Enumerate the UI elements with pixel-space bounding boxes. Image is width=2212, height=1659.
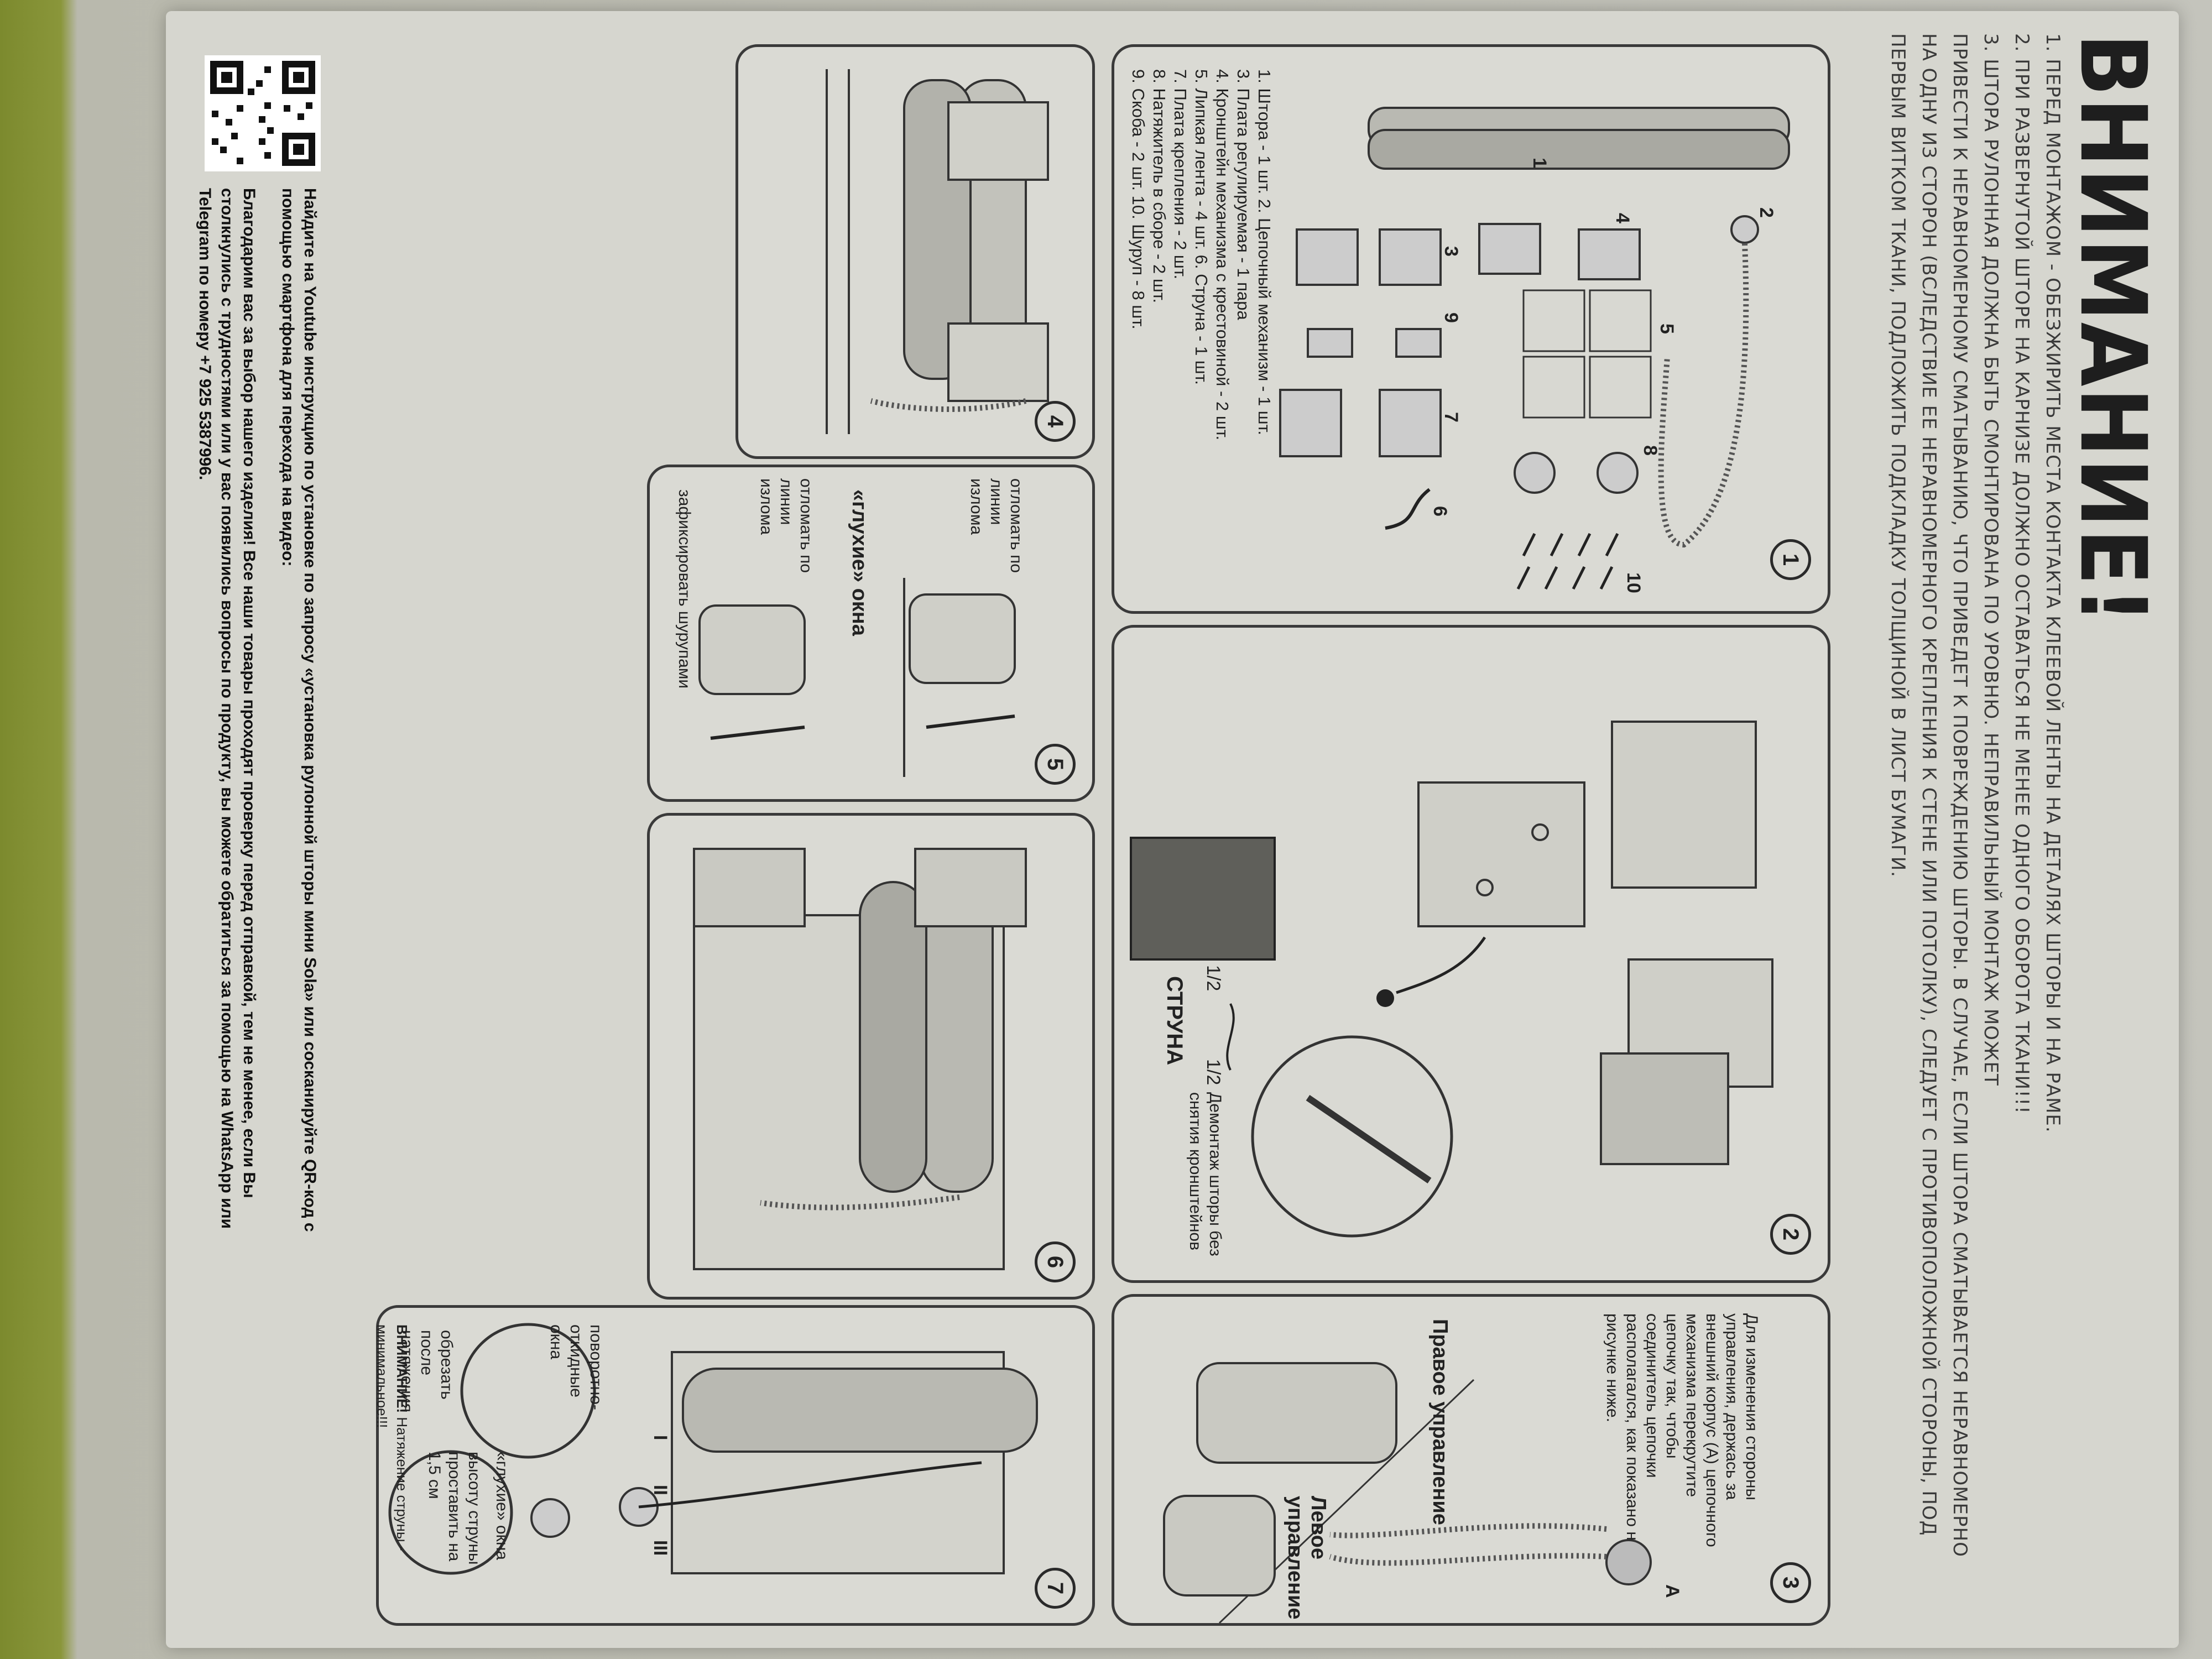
string-height-label: высоту струны проставить на 1,5 см [425,1452,483,1565]
parts-line-6: 8. Натяжитель в сборе - 2 шт. [1150,69,1169,304]
panel-2-mounting: 2 СТРУНА 1/2 1/2 Демонтаж шторы без снят… [1112,625,1830,1283]
warning-line-6: ПЕРВЫМ ВИТКОМ ТКАНИ, ПОДЛОЖИТЬ ПОДКЛАДКУ… [1887,33,1909,878]
callout-5: 5 [1656,324,1677,334]
warning-line-5: НА ОДНУ ИЗ СТОРОН (ВСЛЕДСТВИЕ ЕЕ НЕРАВНО… [1918,33,1940,1536]
warning-title: ВНИМАНИЕ! [2059,33,2166,625]
parts-line-7: 9. Скоба - 2 шт. 10. Шуруп - 8 шт. [1129,69,1148,330]
qr-pattern [210,61,315,166]
roman-iii: III [650,1540,671,1556]
panel-1-parts: 1 [1112,44,1830,614]
bracket-drawing [1130,721,1773,1238]
footer-text: Найдите на Youtube инструкцию по установ… [194,188,321,1626]
warning-header: ВНИМАНИЕ! 1. ПЕРЕД МОНТАЖОМ - ОБЕЗЖИРИТЬ… [1882,33,2166,1626]
warning-line-2: 2. ПРИ РАЗВЕРНУТОЙ ШТОРЕ НА КАРНИЗЕ ДОЛЖ… [2011,33,2033,1114]
qr-code [205,55,321,171]
left-control-label: Левое управление [1284,1496,1330,1620]
footer-line-5: Telegram по номеру +7 925 5387996. [196,188,214,481]
panel-4-install: 4 [735,44,1095,459]
callout-9: 9 [1441,312,1462,323]
roman-ii: II [650,1485,671,1495]
callout-7: 7 [1441,412,1462,422]
dismount-label: Демонтаж шторы без снятия кронштейнов [1186,1092,1224,1256]
tension-warning: ВНИМАНИЕ! Натяжение струны - минимальное… [372,1324,412,1612]
callout-1: 1 [1529,158,1550,168]
tilt-turn-label: поворотно-откидные окна [547,1324,605,1410]
parts-line-5: 7. Плата крепления - 2 шт. [1171,69,1190,280]
parts-drawing [1279,107,1790,590]
instruction-sheet: ВНИМАНИЕ! 1. ПЕРЕД МОНТАЖОМ - ОБЕЗЖИРИТЬ… [144,0,2212,1659]
footer-line-3: Благодарим вас за выбор нашего изделия! … [240,188,258,1198]
footer-line-4: столкнулись с трудностями или у вас появ… [218,188,236,1229]
callout-3: 3 [1441,246,1462,257]
warning-line-4: ПРИВЕСТИ К НЕРАВНОМЕРНОМУ СМАТЫВАНИЮ, ЧТ… [1949,33,1971,1557]
parts-line-2: 3. Плата регулируемая - 1 пара [1234,69,1253,320]
callout-8: 8 [1640,445,1661,456]
panel-5-blind-windows: 5 «глухие» окна отломать по линии излома… [647,465,1095,802]
blind-window-drawing [698,578,1016,777]
warning-line-3: 3. ШТОРА РУЛОННАЯ ДОЛЖНА БЫТЬ СМОНТИРОВА… [1980,33,2002,1086]
chain-drawing [1163,1362,1652,1623]
half-left: 1/2 [1203,965,1224,992]
parts-line-1: 1. Штора - 1 шт. 2. Цепочный механизм - … [1255,69,1274,436]
parts-list: 1. Штора - 1 шт. 2. Цепочный механизм - … [1128,69,1275,440]
panel-6-window-mount: 6 [647,813,1095,1300]
blind-windows-label-7: «глухие» окна [493,1452,511,1560]
parts-line-4: 5. Липкая лента - 4 шт. 6. Струна - 1 шт… [1192,69,1211,385]
footer-line-2: помощью смартфона для перехода на видео: [279,188,297,567]
panel-3-control-side: 3 Для изменения стороны управления, держ… [1112,1294,1830,1626]
callout-2: 2 [1756,207,1777,218]
right-control-label: Правое управление [1428,1319,1452,1525]
tension-warning-bold: ВНИМАНИЕ! [394,1324,410,1413]
roman-i: I [650,1435,671,1441]
callout-4: 4 [1612,213,1633,223]
panel-7-string-tension: 7 I II III поворотно-откидные окна «глух… [374,1305,1095,1626]
install-drawing [826,69,1049,434]
window-mount-drawing [693,848,1027,1270]
callout-10: 10 [1623,572,1644,593]
callout-6: 6 [1430,506,1451,517]
parts-line-3: 4. Кронштейн механизма с крестовиной - 2… [1213,69,1232,441]
string-label: СТРУНА [1162,976,1187,1066]
tension-drawing [388,1323,1038,1575]
footer-line-1: Найдите на Youtube инструкцию по установ… [301,188,319,1232]
